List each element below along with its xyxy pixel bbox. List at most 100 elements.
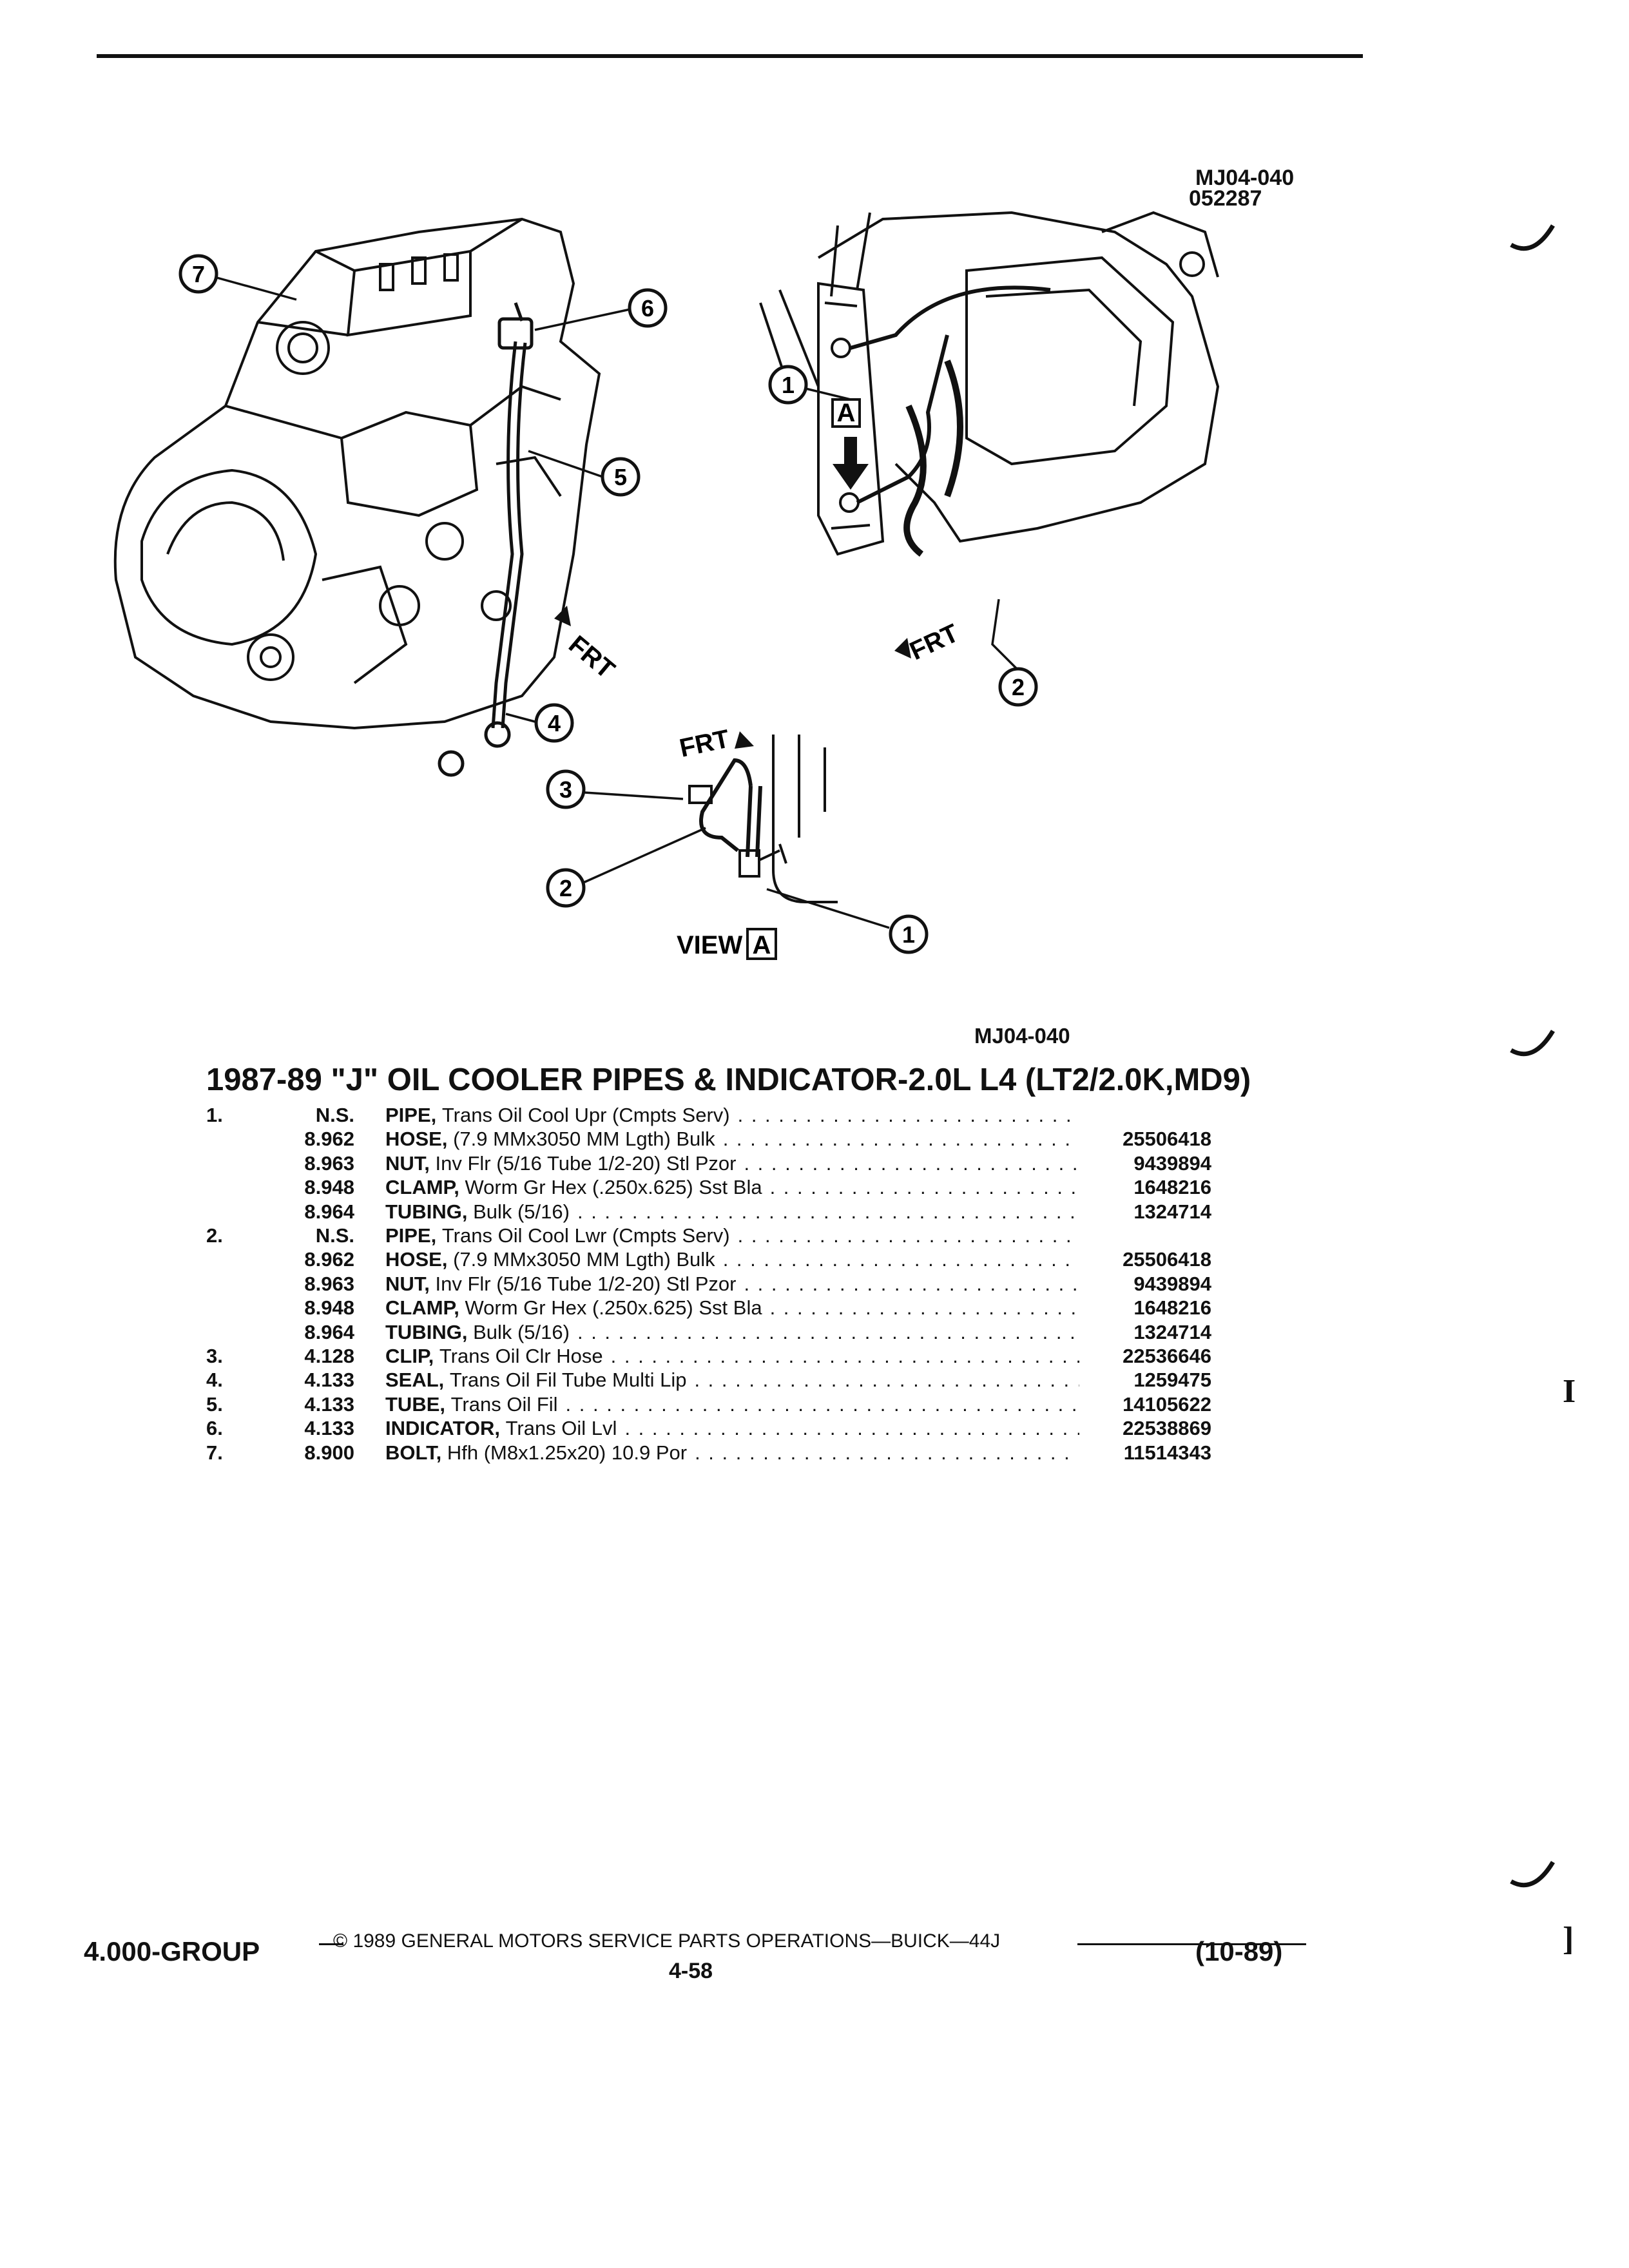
binder-hole-mark-1 [1510, 224, 1556, 251]
parts-diagram: A FRT FRT FRT 7 6 5 4 1 2 3 [113, 211, 1220, 960]
callout-4: 4 [534, 703, 574, 743]
part-row: 6. 4.133 INDICATOR, Trans Oil Lvl 22538869 [206, 1416, 1211, 1440]
part-catalog-number: N.S. [315, 1104, 354, 1126]
part-description: CLAMP, Worm Gr Hex (.250x.625) Sst Bla [385, 1175, 1079, 1199]
callout-2-view-label: 2 [559, 875, 572, 901]
margin-mark-1: I [1563, 1373, 1576, 1410]
callout-5: 5 [601, 457, 641, 497]
part-item-number: 5. [206, 1392, 223, 1416]
figure-code: MJ04-040 [1195, 166, 1295, 190]
part-description: PIPE, Trans Oil Cool Lwr (Cmpts Serv) [385, 1224, 1079, 1247]
binder-hole-mark-2 [1510, 1030, 1556, 1057]
frt-label-center: FRT [677, 725, 732, 763]
callout-1-view-label: 1 [902, 921, 915, 948]
callout-1-main: 1 [768, 365, 808, 405]
footer-copyright: © 1989 GENERAL MOTORS SERVICE PARTS OPER… [333, 1930, 1001, 1952]
part-detail: Bulk (5/16) [473, 1320, 570, 1343]
callout-6-label: 6 [641, 295, 654, 322]
part-name: SEAL, [385, 1369, 445, 1392]
part-detail: Trans Oil Cool Lwr (Cmpts Serv) [441, 1224, 730, 1247]
view-a-box-label: A [837, 399, 856, 427]
part-number: 22538869 [1123, 1417, 1211, 1440]
part-description: BOLT, Hfh (M8x1.25x20) 10.9 Por [385, 1441, 1079, 1465]
callout-2-main: 2 [998, 667, 1038, 707]
top-rule [97, 54, 1363, 58]
view-a-box [831, 398, 861, 428]
section-title: 1987-89 "J" OIL COOLER PIPES & INDICATOR… [206, 1062, 1251, 1097]
part-catalog-number: 8.900 [304, 1441, 354, 1464]
part-detail: Trans Oil Cool Upr (Cmpts Serv) [441, 1104, 730, 1126]
callout-7-label: 7 [192, 261, 205, 287]
leader-lines [214, 276, 1019, 929]
diagram-caption-code: MJ04-040 [974, 1024, 1070, 1048]
part-detail: Trans Oil Fil Tube Multi Lip [449, 1369, 687, 1392]
callout-4-label: 4 [548, 710, 561, 736]
view-caption-letter: A [753, 931, 771, 959]
part-catalog-number: 8.964 [304, 1200, 354, 1223]
part-description: INDICATOR, Trans Oil Lvl [385, 1416, 1079, 1440]
view-a-detail [688, 735, 838, 903]
callout-3-label: 3 [559, 776, 572, 803]
part-description: TUBE, Trans Oil Fil [385, 1392, 1079, 1416]
part-number: 1648216 [1133, 1296, 1211, 1320]
view-caption-box [746, 928, 777, 960]
part-number: 25506418 [1123, 1128, 1211, 1151]
callout-5-label: 5 [614, 464, 627, 490]
dot-leader [577, 1320, 1079, 1344]
part-name: PIPE, [385, 1104, 437, 1126]
frt-indicator-left: FRT [554, 606, 620, 684]
part-item-number: 4. [206, 1369, 223, 1392]
part-number: 11514343 [1123, 1441, 1211, 1464]
part-number: 1324714 [1133, 1320, 1211, 1343]
callout-1-main-label: 1 [782, 372, 795, 398]
part-detail: Trans Oil Fil [450, 1392, 558, 1416]
figure-date: 052287 [1189, 186, 1262, 211]
part-description: CLIP, Trans Oil Clr Hose [385, 1344, 1079, 1368]
part-catalog-number: 8.948 [304, 1296, 354, 1320]
frt-label-right: FRT [905, 619, 963, 666]
part-name: BOLT, [385, 1441, 442, 1464]
part-catalog-number: 4.133 [304, 1392, 354, 1416]
part-number: 14105622 [1123, 1392, 1211, 1416]
footer-date: (10-89) [1195, 1936, 1283, 1966]
dot-leader [744, 1272, 1079, 1296]
part-catalog-number: 8.963 [304, 1151, 354, 1175]
part-row: 8.963 NUT, Inv Flr (5/16 Tube 1/2-20) Stl… [206, 1151, 1211, 1175]
part-description: TUBING, Bulk (5/16) [385, 1320, 1079, 1344]
part-row: 1.N.S.PIPE, Trans Oil Cool Upr (Cmpts Se… [206, 1103, 1211, 1127]
part-catalog-number: 4.133 [304, 1417, 354, 1440]
part-description: TUBING, Bulk (5/16) [385, 1200, 1079, 1224]
dot-leader [744, 1151, 1079, 1175]
binder-hole-mark-3 [1510, 1861, 1556, 1888]
frt-indicator-center: FRT [677, 725, 754, 763]
dot-leader [611, 1344, 1079, 1368]
dot-leader [624, 1416, 1079, 1440]
part-item-number: 6. [206, 1417, 223, 1440]
part-item-number: 2. [206, 1224, 223, 1247]
view-caption-word: VIEW [677, 931, 742, 959]
part-name: HOSE, [385, 1248, 448, 1271]
part-row: 2.N.S.PIPE, Trans Oil Cool Lwr (Cmpts Se… [206, 1224, 1211, 1247]
part-number: 9439894 [1133, 1272, 1211, 1295]
dot-leader [566, 1392, 1079, 1416]
parts-list: 1.N.S.PIPE, Trans Oil Cool Upr (Cmpts Se… [206, 1103, 1211, 1465]
part-name: PIPE, [385, 1224, 437, 1247]
part-catalog-number: 8.963 [304, 1272, 354, 1295]
dot-leader [695, 1441, 1079, 1465]
margin-mark-2: ] [1563, 1921, 1574, 1957]
part-number: 22536646 [1123, 1345, 1211, 1368]
part-description: SEAL, Trans Oil Fil Tube Multi Lip [385, 1368, 1079, 1392]
footer-page-number: 4-58 [669, 1959, 713, 1983]
part-detail: Inv Flr (5/16 Tube 1/2-20) Stl Pzor [435, 1151, 737, 1175]
part-name: NUT, [385, 1151, 430, 1175]
part-name: TUBE, [385, 1392, 445, 1416]
